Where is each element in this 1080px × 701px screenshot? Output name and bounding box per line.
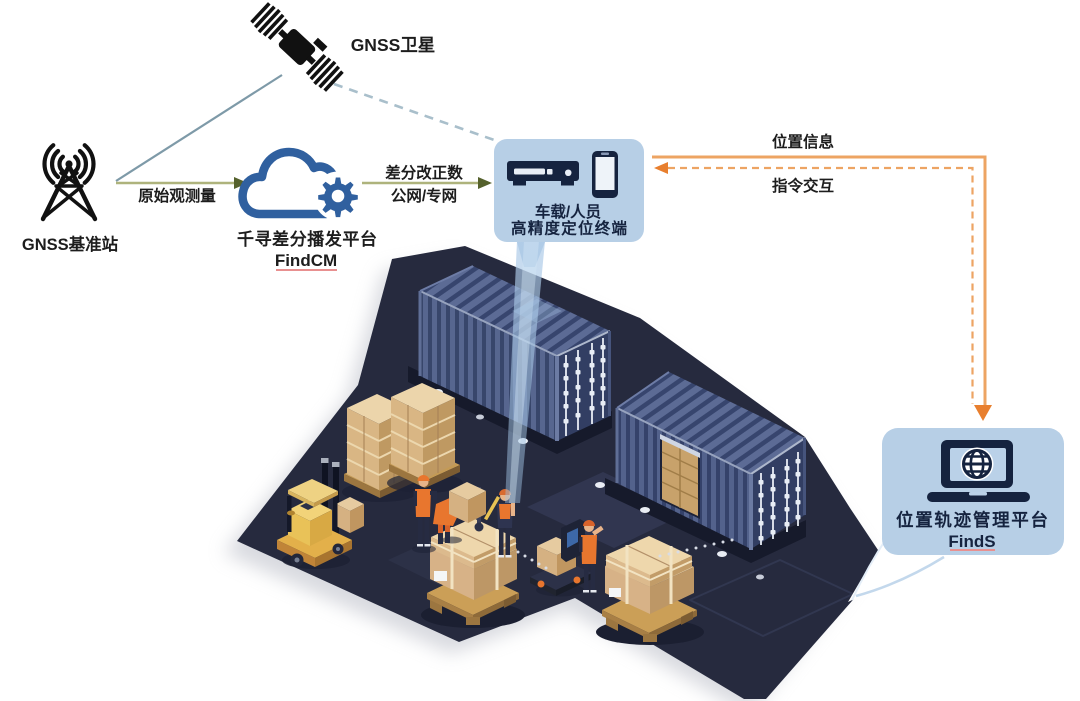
svg-text:GNSS基准站: GNSS基准站 <box>22 234 119 254</box>
svg-text:原始观测量: 原始观测量 <box>138 186 216 205</box>
svg-text:差分改正数: 差分改正数 <box>385 163 463 182</box>
svg-text:FindS: FindS <box>948 532 995 551</box>
svg-text:高精度定位终端: 高精度定位终端 <box>511 219 627 238</box>
svg-text:位置信息: 位置信息 <box>772 132 835 151</box>
svg-text:位置轨迹管理平台: 位置轨迹管理平台 <box>896 510 1048 530</box>
svg-text:公网/专网: 公网/专网 <box>391 186 457 205</box>
svg-text:千寻差分播发平台: 千寻差分播发平台 <box>237 229 377 249</box>
svg-text:GNSS卫星: GNSS卫星 <box>351 35 436 55</box>
svg-text:指令交互: 指令交互 <box>772 176 835 195</box>
svg-text:FindCM: FindCM <box>275 251 337 270</box>
svg-text:车载/人员: 车载/人员 <box>535 202 601 221</box>
